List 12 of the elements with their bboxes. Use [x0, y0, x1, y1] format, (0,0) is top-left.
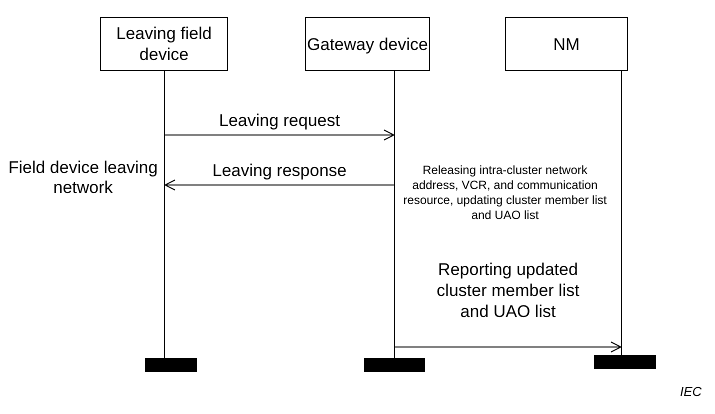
lifeline: [394, 71, 395, 358]
message-arrow: [394, 342, 622, 352]
process-note: Releasing intra-cluster network address, VCR, and communication resource, updating cluster member list and UAO list: [402, 163, 608, 223]
state-note: Field device leaving network: [8, 158, 158, 198]
lifeline: [621, 71, 622, 355]
lifeline: [164, 71, 165, 358]
message-arrow: [164, 130, 394, 140]
message-arrow: [164, 180, 394, 190]
lifeline-header-box: NM: [505, 17, 628, 71]
lifeline-header-box: Gateway device: [305, 17, 430, 71]
lifeline-header-box: Leaving field device: [100, 17, 228, 71]
source-label: IEC: [680, 384, 703, 400]
